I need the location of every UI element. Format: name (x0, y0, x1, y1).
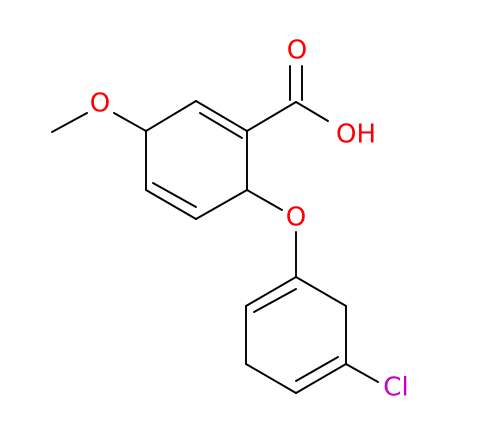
bond (295, 356, 339, 382)
bond (51, 112, 88, 133)
bond (253, 288, 297, 313)
bond (145, 189, 197, 220)
carbonyl-oxygen-label: O (287, 36, 307, 66)
bond (113, 112, 147, 132)
methoxy-oxygen-label: O (90, 89, 110, 119)
bond (246, 101, 297, 132)
bond (245, 363, 297, 394)
bond (195, 100, 248, 132)
ring-b (245, 276, 347, 394)
bond (152, 182, 197, 208)
bond (199, 112, 243, 139)
bond (295, 101, 329, 122)
bond (145, 100, 197, 132)
ether-oxygen-label: O (286, 203, 306, 233)
chloro-substituent: Cl (345, 363, 409, 403)
bond (345, 363, 379, 383)
carboxylic-acid-group: O OH (246, 36, 376, 150)
chlorine-label: Cl (383, 373, 408, 403)
bond (195, 189, 248, 220)
methoxy-group: O (51, 89, 147, 133)
bond (246, 189, 283, 211)
bond (295, 363, 347, 394)
ether-linkage: O (246, 189, 306, 278)
bond (245, 276, 297, 307)
ring-a (145, 100, 248, 220)
bond (295, 276, 347, 307)
hydroxyl-label: OH (336, 120, 376, 150)
